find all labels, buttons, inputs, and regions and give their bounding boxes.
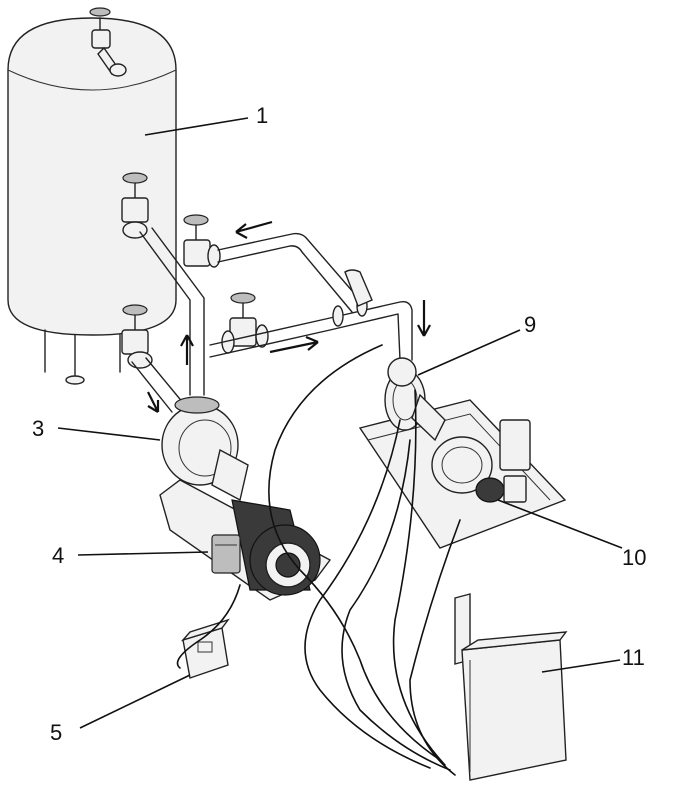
- callout-4: 4: [52, 543, 64, 568]
- discharge-valve: [221, 292, 269, 354]
- pipe-network: [131, 227, 413, 413]
- return-valve: [183, 214, 221, 268]
- cables: [176, 344, 461, 776]
- pump-motor-unit: [159, 396, 332, 601]
- control-unit: [454, 593, 568, 781]
- callout-labels: 1 3 4 5 9 10 11: [32, 103, 646, 745]
- storage-tank: [7, 7, 177, 385]
- flow-arrows: [147, 220, 431, 413]
- callout-5: 5: [50, 720, 62, 745]
- test-pump-unit: [358, 357, 567, 549]
- leader-lines: [57, 117, 623, 729]
- callout-11: 11: [622, 645, 645, 670]
- callout-3: 3: [32, 416, 44, 441]
- callout-1: 1: [256, 103, 268, 128]
- callout-9: 9: [524, 312, 536, 337]
- controller-box: [180, 618, 230, 679]
- callout-10: 10: [622, 545, 646, 570]
